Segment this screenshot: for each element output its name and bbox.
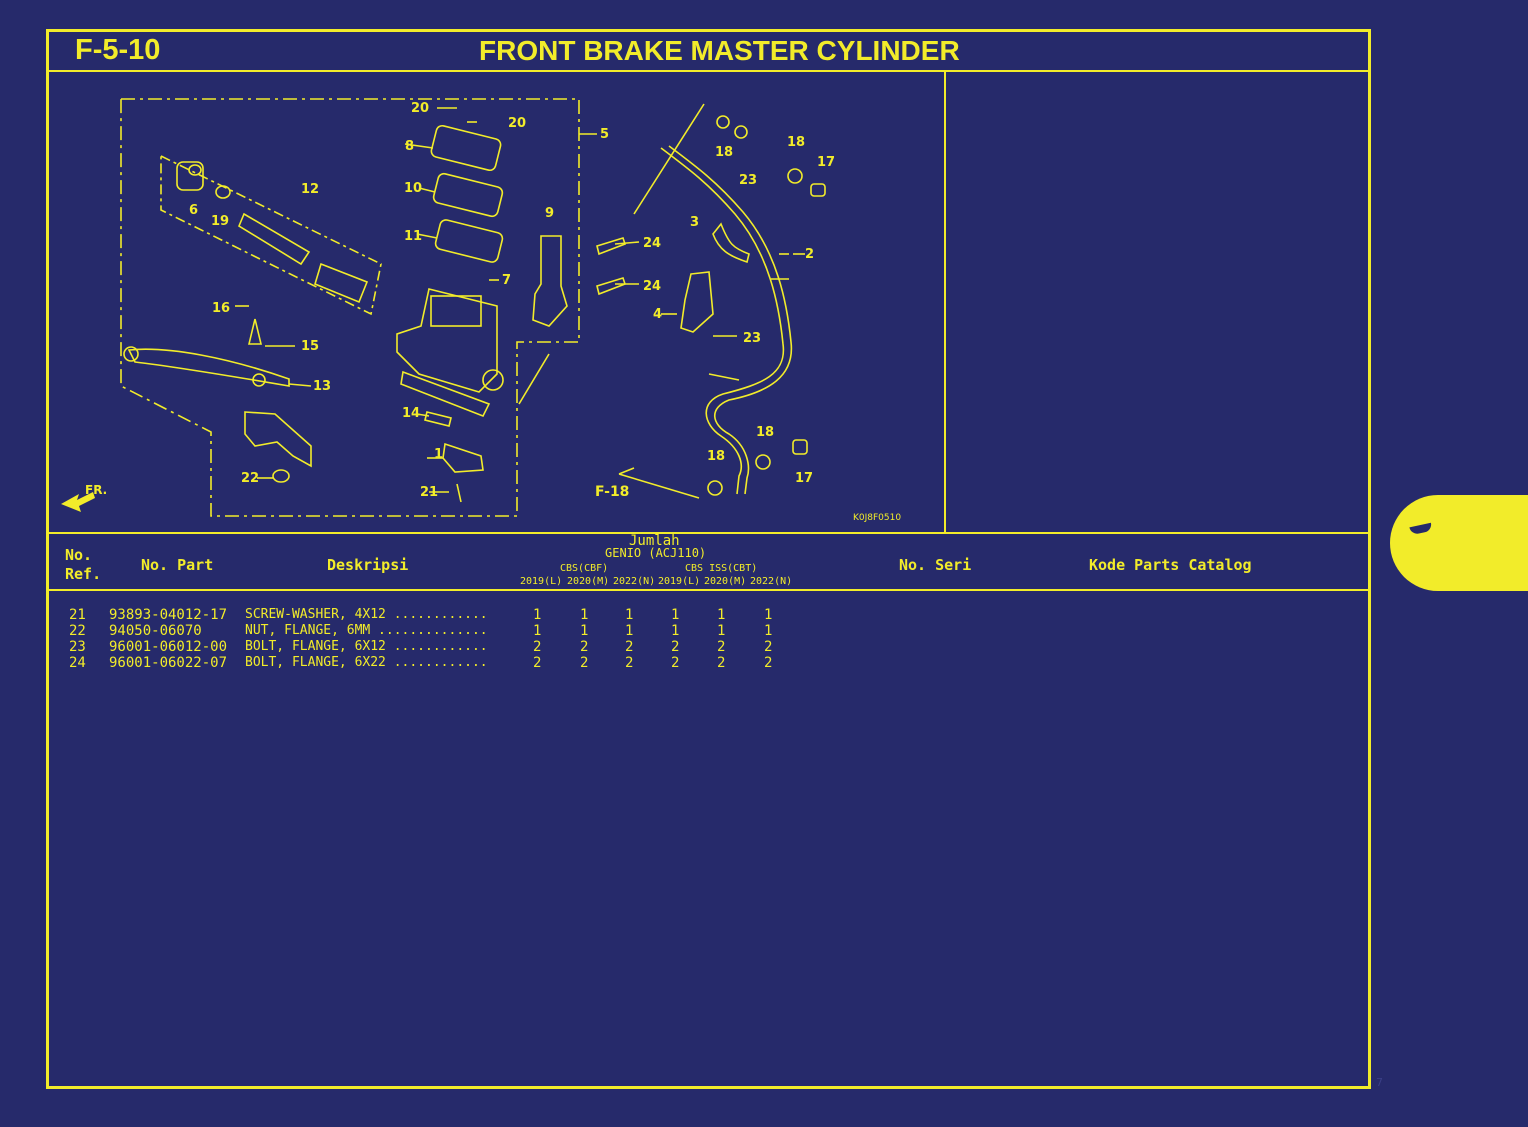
- header-no-seri: No. Seri: [899, 556, 972, 574]
- callout-11: 11: [404, 229, 422, 244]
- cell-description: BOLT, FLANGE, 6X22 ............: [245, 655, 488, 670]
- callout-4: 4: [653, 307, 662, 322]
- header-year-5: 2020(M): [704, 576, 747, 587]
- cell-ref: 23: [69, 639, 86, 655]
- callout-22: 22: [241, 471, 259, 486]
- header-kode-parts-catalog: Kode Parts Catalog: [1089, 556, 1252, 574]
- cell-qty-5: 2: [717, 655, 726, 671]
- cell-qty-6: 1: [764, 607, 773, 623]
- cell-qty-2: 1: [580, 623, 589, 639]
- cell-part-number: 93893-04012-17: [109, 607, 228, 623]
- cell-qty-3: 1: [625, 623, 634, 639]
- cell-qty-5: 1: [717, 607, 726, 623]
- cell-description: NUT, FLANGE, 6MM ..............: [245, 623, 488, 638]
- drawing-code: K0J8F0510: [853, 513, 901, 523]
- callout-8: 8: [405, 139, 414, 154]
- cell-qty-5: 1: [717, 623, 726, 639]
- cell-part-number: 94050-06070: [109, 623, 202, 639]
- assembly-5-boundary: [120, 98, 580, 517]
- header-year-4: 2019(L): [658, 576, 701, 587]
- callout-24-b: 24: [643, 279, 661, 294]
- header-no-part: No. Part: [141, 556, 214, 574]
- section-code: F-5-10: [75, 34, 161, 66]
- piston-kit-boundary: [160, 154, 382, 316]
- cell-qty-1: 1: [533, 607, 542, 623]
- catalog-page-frame: F-5-10 FRONT BRAKE MASTER CYLINDER: [46, 29, 1371, 1089]
- cell-qty-1: 1: [533, 623, 542, 639]
- diagram-divider: [944, 72, 946, 534]
- header-jumlah: Jumlah: [629, 533, 680, 549]
- front-direction-arrow: [61, 492, 95, 512]
- callout-18-c: 18: [756, 425, 774, 440]
- cell-qty-2: 1: [580, 607, 589, 623]
- callout-19: 19: [211, 214, 229, 229]
- callout-9: 9: [545, 206, 554, 221]
- callout-23-b: 23: [743, 331, 761, 346]
- cell-qty-1: 2: [533, 655, 542, 671]
- cell-ref: 22: [69, 623, 86, 639]
- table-top-divider: [49, 532, 1368, 534]
- cell-qty-4: 1: [671, 623, 680, 639]
- callout-12: 12: [301, 182, 319, 197]
- cell-qty-1: 2: [533, 639, 542, 655]
- cell-qty-3: 2: [625, 655, 634, 671]
- cell-description: BOLT, FLANGE, 6X12 ............: [245, 639, 488, 654]
- callout-23-a: 23: [739, 173, 757, 188]
- callout-18-d: 18: [707, 449, 725, 464]
- callout-21: 21: [420, 485, 438, 500]
- callout-3: 3: [690, 215, 699, 230]
- callout-24-a: 24: [643, 236, 661, 251]
- cell-qty-2: 2: [580, 639, 589, 655]
- callout-16: 16: [212, 301, 230, 316]
- header-year-6: 2022(N): [750, 576, 793, 587]
- cell-qty-3: 2: [625, 639, 634, 655]
- callout-18-a: 18: [715, 145, 733, 160]
- page-number: 7: [1376, 1076, 1383, 1089]
- callout-1: 1: [434, 447, 443, 462]
- callout-10: 10: [404, 181, 422, 196]
- figure-reference: F-18: [595, 484, 629, 500]
- cell-qty-4: 2: [671, 655, 680, 671]
- header-divider: [49, 70, 1368, 72]
- front-direction-label: FR.: [85, 483, 107, 497]
- callout-7: 7: [502, 273, 511, 288]
- header-no-ref: No. Ref.: [65, 546, 102, 583]
- cell-qty-6: 2: [764, 639, 773, 655]
- cell-part-number: 96001-06012-00: [109, 639, 228, 655]
- callout-6: 6: [189, 203, 198, 218]
- section-index-tab[interactable]: [1390, 495, 1528, 591]
- page-title: FRONT BRAKE MASTER CYLINDER: [479, 35, 960, 66]
- header-model: GENIO (ACJ110): [605, 546, 707, 560]
- cell-ref: 21: [69, 607, 86, 623]
- cell-qty-4: 2: [671, 639, 680, 655]
- exploded-diagram: 1 2 3 4 5 6 7 8 9 10 11 12 13 14 15 16 1…: [61, 98, 901, 523]
- callout-5: 5: [600, 127, 609, 142]
- cell-description: SCREW-WASHER, 4X12 ............: [245, 607, 488, 622]
- cell-qty-6: 2: [764, 655, 773, 671]
- header-year-2: 2020(M): [567, 576, 610, 587]
- cell-qty-6: 1: [764, 623, 773, 639]
- cell-ref: 24: [69, 655, 86, 671]
- callout-18-b: 18: [787, 135, 805, 150]
- cell-qty-5: 2: [717, 639, 726, 655]
- header-group-cbs: CBS(CBF): [560, 563, 609, 574]
- tab-mark-icon: [1409, 522, 1433, 536]
- cell-qty-2: 2: [580, 655, 589, 671]
- cell-qty-4: 1: [671, 607, 680, 623]
- callout-17-top: 17: [817, 155, 835, 170]
- callout-13: 13: [313, 379, 331, 394]
- header-group-cbs-iss: CBS ISS(CBT): [685, 563, 758, 574]
- header-year-3: 2022(N): [613, 576, 656, 587]
- header-year-1: 2019(L): [520, 576, 563, 587]
- callout-17-bottom: 17: [795, 471, 813, 486]
- callout-14: 14: [402, 406, 420, 421]
- callout-2: 2: [805, 247, 814, 262]
- callout-15: 15: [301, 339, 319, 354]
- cell-part-number: 96001-06022-07: [109, 655, 228, 671]
- cell-qty-3: 1: [625, 607, 634, 623]
- table-header-divider: [49, 589, 1368, 591]
- header-deskripsi: Deskripsi: [327, 556, 409, 574]
- callout-20-b: 20: [508, 116, 526, 131]
- callout-20-a: 20: [411, 101, 429, 116]
